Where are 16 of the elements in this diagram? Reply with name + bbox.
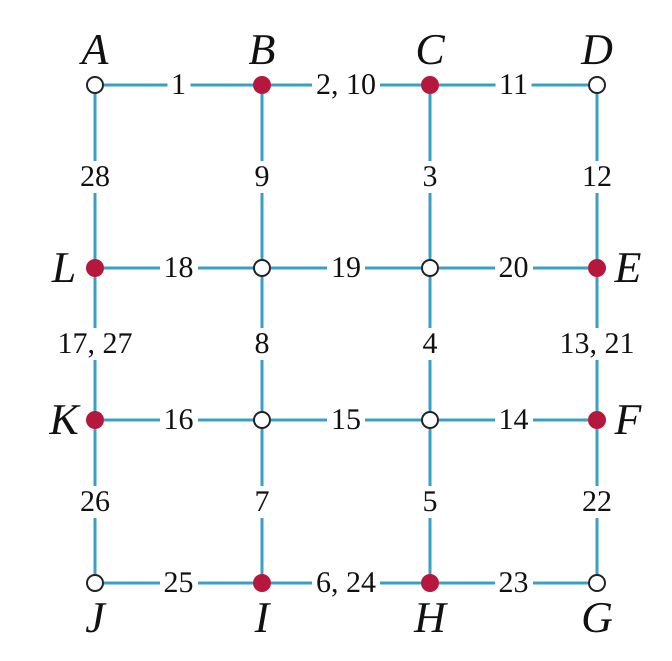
vertex-dot xyxy=(421,411,439,429)
vertex-letter: C xyxy=(414,28,446,72)
vertex-dot xyxy=(253,259,271,277)
vertex-letter: I xyxy=(254,596,272,640)
vertex-letter: E xyxy=(613,246,642,290)
vertex-letter: H xyxy=(412,596,448,640)
vertex-letter: K xyxy=(48,398,82,442)
vertex-dot xyxy=(253,411,271,429)
vertex-letter: D xyxy=(580,28,614,72)
vertex-dot xyxy=(421,259,439,277)
vertex-letter: J xyxy=(84,596,108,640)
vertex-letter: B xyxy=(248,28,276,72)
vertex-letter: F xyxy=(613,398,643,442)
vertex-letter: G xyxy=(580,596,614,640)
vertex-letter: L xyxy=(50,246,78,290)
vertex-letter: A xyxy=(77,28,113,72)
